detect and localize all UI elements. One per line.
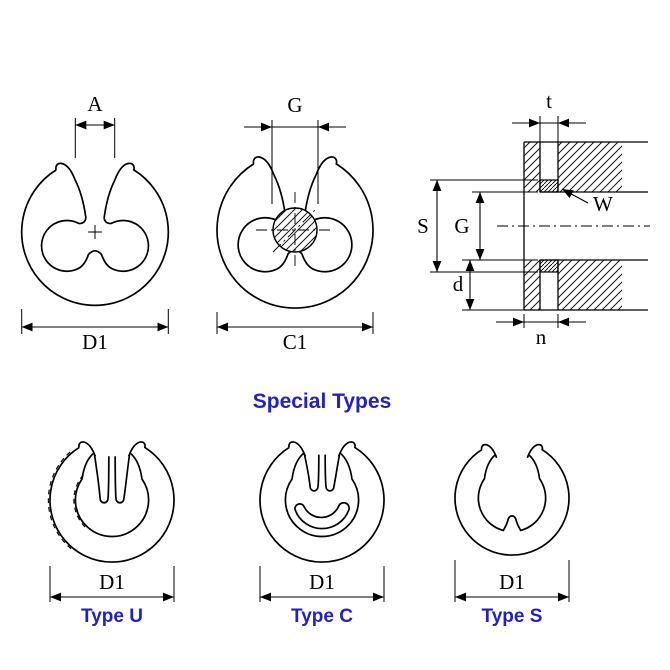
type-u-label: Type U <box>81 606 143 627</box>
dim-g-installed-label: G <box>287 93 302 117</box>
type-u-outline <box>49 441 175 563</box>
dim-d1-front: D1 <box>21 309 169 354</box>
dim-t: t <box>512 89 586 176</box>
dim-c1: C1 <box>216 312 374 354</box>
type-u-alt-dashed-outer <box>47 449 74 550</box>
shaft-hatch-bottom-left <box>524 260 540 310</box>
dim-c1-label: C1 <box>283 330 308 354</box>
dim-s-label: S <box>417 214 429 238</box>
type-u-d1-label: D1 <box>99 570 125 594</box>
type-u-figure: D1 Type U <box>47 441 175 627</box>
dim-s: S <box>417 179 538 273</box>
dim-n-label: n <box>536 325 547 349</box>
dim-g-installed: G <box>244 93 346 204</box>
center-cross <box>88 225 102 239</box>
dim-a: A <box>74 92 116 158</box>
type-c-inner <box>284 452 360 538</box>
dim-n: n <box>496 314 586 349</box>
type-s-label: Type S <box>482 606 543 627</box>
installed-view-figure: G C1 <box>217 93 373 354</box>
type-s-inner <box>477 454 547 532</box>
type-c-d1-label: D1 <box>309 570 335 594</box>
type-c-figure: D1 Type C <box>259 441 385 627</box>
shaft-hatch-bottom-right <box>558 260 622 310</box>
dim-g-section-label: G <box>454 214 469 238</box>
type-s-d1-label: D1 <box>499 570 525 594</box>
type-c-outline <box>259 441 385 563</box>
dim-a-label: A <box>87 92 103 116</box>
special-types-heading: Special Types <box>253 390 392 413</box>
clip-section-top <box>539 179 559 193</box>
shaft-hatch-top-right <box>558 142 622 192</box>
clip-section-bottom <box>539 259 559 273</box>
type-c-label: Type C <box>291 606 353 627</box>
dim-w: W <box>561 188 613 216</box>
dim-w-label: W <box>593 192 613 216</box>
shaft-centerlines <box>256 192 334 268</box>
dim-d-label: d <box>453 272 464 296</box>
dim-d: d <box>453 260 524 311</box>
cross-section-figure: t S G W d n <box>417 89 650 349</box>
dim-d1-front-label: D1 <box>82 330 108 354</box>
type-u-inner <box>74 452 150 538</box>
dim-g-section: G <box>454 191 538 261</box>
front-view-figure: A D1 <box>22 92 169 354</box>
type-s-outline <box>454 443 570 556</box>
dim-t-label: t <box>546 89 552 113</box>
shaft-hatch-top-left <box>524 142 540 192</box>
type-s-figure: D1 Type S <box>454 443 570 627</box>
type-u-alt-dashed-inner <box>73 472 86 528</box>
